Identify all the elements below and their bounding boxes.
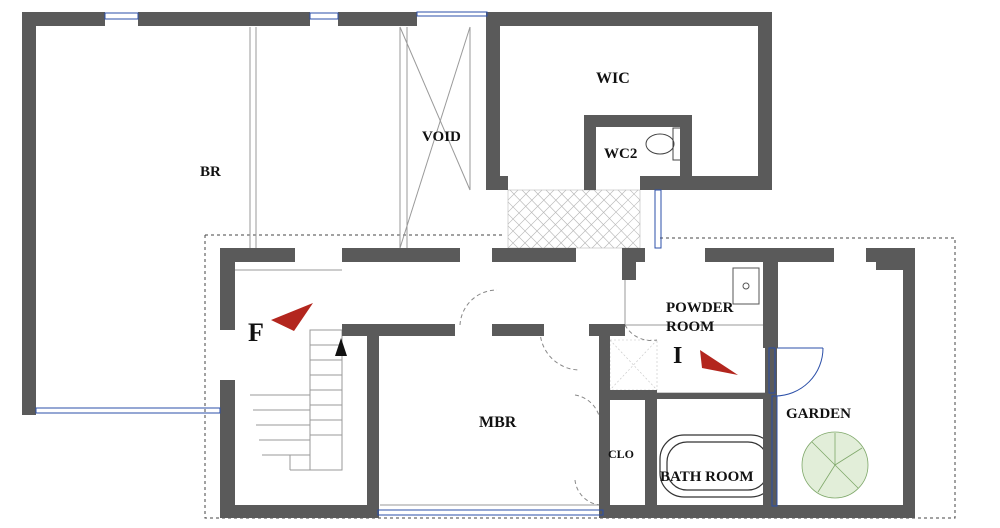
windows (35, 11, 778, 516)
label-garden: GARDEN (786, 406, 851, 422)
label-wc2: WC2 (604, 146, 637, 162)
walls (22, 12, 915, 518)
label-void: VOID (422, 129, 461, 145)
door-swings (459, 289, 658, 506)
dashed-outline (204, 234, 956, 519)
label-mbr: MBR (479, 414, 517, 431)
view-arrows (271, 303, 738, 375)
marker-i: I (673, 343, 682, 369)
shower-hatch (609, 339, 658, 391)
arrow-i (700, 350, 738, 375)
staircase (250, 329, 343, 471)
sink-icon (732, 267, 760, 305)
stair-arrow-icon (335, 338, 347, 356)
tree-icon (801, 431, 869, 499)
marker-f: F (248, 318, 264, 347)
label-bath: BATH ROOM (660, 469, 753, 485)
label-powder-line1: POWDER (666, 300, 734, 316)
label-br: BR (200, 164, 221, 180)
arrow-f (271, 303, 313, 331)
toilet-icon (645, 127, 684, 161)
bathtub (659, 434, 776, 498)
hatched-area (507, 189, 641, 249)
interior-lines (232, 26, 770, 506)
garden-door (774, 347, 824, 397)
label-clo: CLO (608, 447, 634, 461)
label-wic: WIC (596, 70, 630, 87)
label-powder-line2: ROOM (666, 319, 714, 335)
